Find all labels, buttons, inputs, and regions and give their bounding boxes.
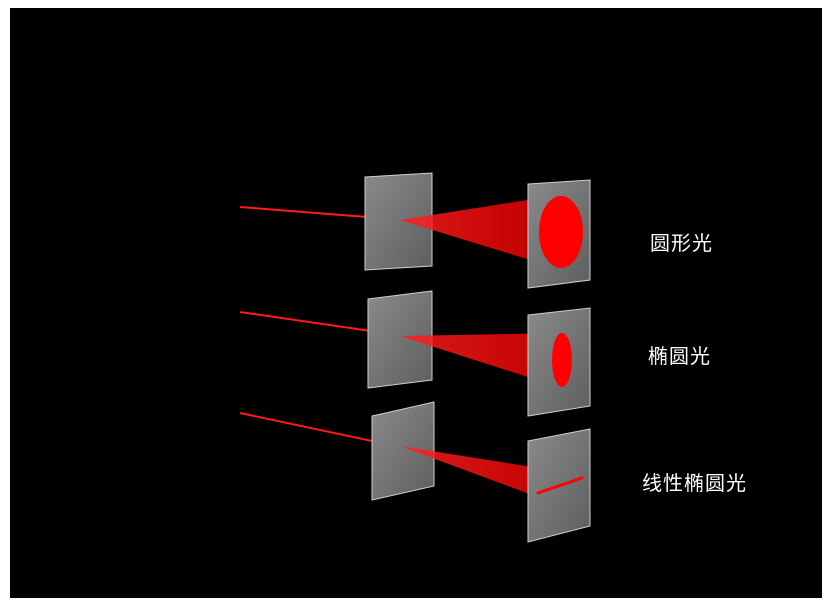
polarization-diagram [239, 172, 591, 543]
label-elliptical: 椭圆光 [648, 344, 711, 368]
diagram-canvas: 圆形光 椭圆光 线性椭圆光 [10, 8, 822, 598]
polarizer-plate [371, 401, 435, 501]
row-circular [239, 172, 591, 289]
polarizer-plate [367, 290, 433, 389]
row-linear [239, 401, 591, 543]
label-circular: 圆形光 [650, 231, 713, 255]
light-cone [400, 198, 540, 263]
row-elliptical [239, 290, 591, 417]
circular-spot [539, 196, 583, 268]
polarizer-plate [364, 172, 433, 271]
light-cone [400, 333, 562, 388]
label-linear-elliptical: 线性椭圆光 [642, 471, 747, 495]
elliptical-spot [552, 333, 572, 387]
linear-spot [536, 476, 584, 495]
